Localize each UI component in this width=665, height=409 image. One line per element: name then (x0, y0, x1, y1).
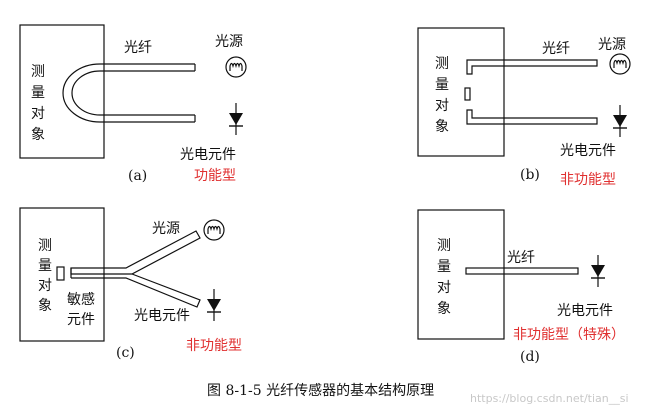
object-label-char: 量 (38, 258, 52, 274)
light-source-label: 光源 (598, 37, 626, 53)
figure-caption: 图 8-1-5 光纤传感器的基本结构原理 (207, 382, 434, 399)
measured-object-box (417, 27, 505, 157)
photodiode-icon (590, 254, 606, 288)
photodiode-icon (206, 288, 222, 322)
object-label-char: 测 (435, 56, 449, 72)
sub-label: (b) (520, 167, 540, 183)
object-label-char: 象 (38, 298, 52, 314)
object-label-char: 对 (435, 98, 449, 114)
light-source-label: 光源 (152, 221, 180, 237)
object-label-char: 对 (437, 280, 451, 296)
object-label-char: 对 (38, 278, 52, 294)
object-label-char: 量 (435, 77, 449, 93)
fiber-lower (466, 109, 598, 125)
diagram-d: 测 量 对 象 光纤 光电元件 非功能型（特殊） (d) (417, 209, 625, 365)
light-source-icon (203, 219, 225, 241)
sensor-label: 元件 (67, 312, 95, 328)
object-label-char: 量 (31, 85, 45, 101)
light-source-icon (609, 53, 631, 75)
object-label-char: 象 (435, 119, 449, 135)
fiber-outer (62, 63, 195, 123)
diagram-a: 测 量 对 象 光纤 光源 光电元件 (a) 功能型 (19, 24, 247, 184)
object-label-char: 测 (31, 64, 45, 80)
fiber-label: 光纤 (507, 250, 535, 266)
detector-label: 光电元件 (560, 143, 616, 159)
diagram-c: 测 量 对 象 敏感 元件 光源 光电元件 (c) 非功能型 (19, 207, 242, 361)
fiber-branch-lower (71, 273, 201, 308)
measured-object-box (19, 24, 105, 159)
detector-label: 光电元件 (557, 303, 613, 319)
light-source-label: 光源 (215, 34, 243, 50)
light-source-icon (225, 56, 247, 78)
detector-label: 光电元件 (180, 147, 236, 163)
object-label-char: 象 (437, 301, 451, 317)
object-label-char: 量 (437, 259, 451, 275)
gap-element (464, 87, 471, 101)
type-label: 非功能型（特殊） (513, 327, 625, 343)
sub-label: (a) (128, 168, 147, 184)
type-label: 功能型 (194, 168, 236, 184)
photodiode-icon (228, 102, 244, 136)
type-label: 非功能型 (560, 172, 616, 188)
detector-label: 光电元件 (134, 308, 190, 324)
fiber-branch-upper (70, 230, 201, 275)
fiber-inner (71, 70, 195, 116)
object-label-char: 测 (38, 238, 52, 254)
sub-label: (d) (520, 349, 540, 365)
object-label-char: 对 (31, 106, 45, 122)
photodiode-icon (612, 104, 628, 138)
fiber-label: 光纤 (124, 40, 152, 56)
fiber-label: 光纤 (542, 41, 570, 57)
sensor-label: 敏感 (67, 291, 95, 308)
object-label-char: 测 (437, 238, 451, 254)
fiber-upper (466, 59, 598, 75)
diagram-b: 测 量 对 象 光纤 光源 光电元件 (b) 非功能型 (417, 27, 631, 188)
sub-label: (c) (116, 345, 135, 361)
sensing-element (56, 266, 65, 281)
type-label: 非功能型 (186, 338, 242, 354)
object-label-char: 象 (31, 127, 45, 143)
watermark: https://blog.csdn.net/tian__si (470, 392, 629, 405)
fiber-straight (465, 267, 579, 275)
